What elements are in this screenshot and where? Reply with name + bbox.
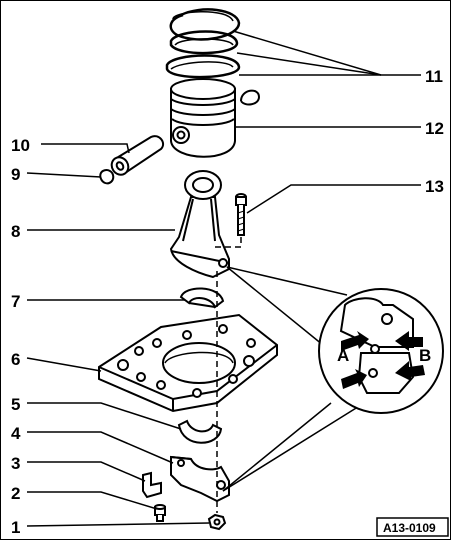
circlip-lower bbox=[99, 169, 115, 185]
cap-bolt bbox=[154, 504, 166, 522]
detail-label-b: B bbox=[419, 346, 431, 365]
piston-ring-bottom bbox=[165, 54, 241, 79]
arrow-a-upper bbox=[341, 331, 369, 351]
bedplate-bore bbox=[162, 342, 236, 384]
arrow-b-upper bbox=[395, 331, 423, 351]
callout-13: 13 bbox=[425, 177, 444, 196]
callout-6: 6 bbox=[11, 350, 20, 369]
callout-8: 8 bbox=[11, 222, 20, 241]
circlip-upper bbox=[240, 89, 261, 106]
arrow-a-lower bbox=[341, 369, 367, 389]
bearing-cap bbox=[170, 455, 230, 503]
reference-code-box: A13-0109 bbox=[376, 517, 449, 537]
piston-ring-top bbox=[169, 8, 241, 41]
piston bbox=[170, 78, 236, 158]
connecting-rod bbox=[169, 170, 230, 279]
bearing-shell-upper bbox=[179, 287, 225, 309]
piston-rings bbox=[165, 8, 241, 79]
connecting-rod-bolt bbox=[235, 193, 247, 236]
callout-12: 12 bbox=[425, 119, 444, 138]
nut bbox=[207, 513, 227, 531]
callout-10: 10 bbox=[11, 136, 30, 155]
assembly-lines bbox=[215, 237, 242, 513]
callout-9: 9 bbox=[11, 165, 20, 184]
callout-2: 2 bbox=[11, 484, 20, 503]
piston-ring-middle bbox=[169, 30, 239, 55]
detail-view: A B bbox=[222, 266, 444, 492]
bedplate bbox=[98, 313, 278, 413]
callout-3: 3 bbox=[11, 454, 20, 473]
leader-lines bbox=[26, 30, 421, 527]
bearing-shell-lower bbox=[177, 419, 223, 444]
arrow-b-lower bbox=[395, 361, 425, 381]
piston-pin bbox=[110, 135, 165, 176]
callout-1: 1 bbox=[11, 518, 20, 537]
callout-5: 5 bbox=[11, 395, 20, 414]
callout-11: 11 bbox=[425, 67, 443, 86]
reference-code: A13-0109 bbox=[383, 521, 436, 535]
callout-4: 4 bbox=[11, 424, 21, 443]
callout-7: 7 bbox=[11, 292, 20, 311]
detail-label-a: A bbox=[337, 346, 349, 365]
bracket bbox=[142, 471, 162, 499]
